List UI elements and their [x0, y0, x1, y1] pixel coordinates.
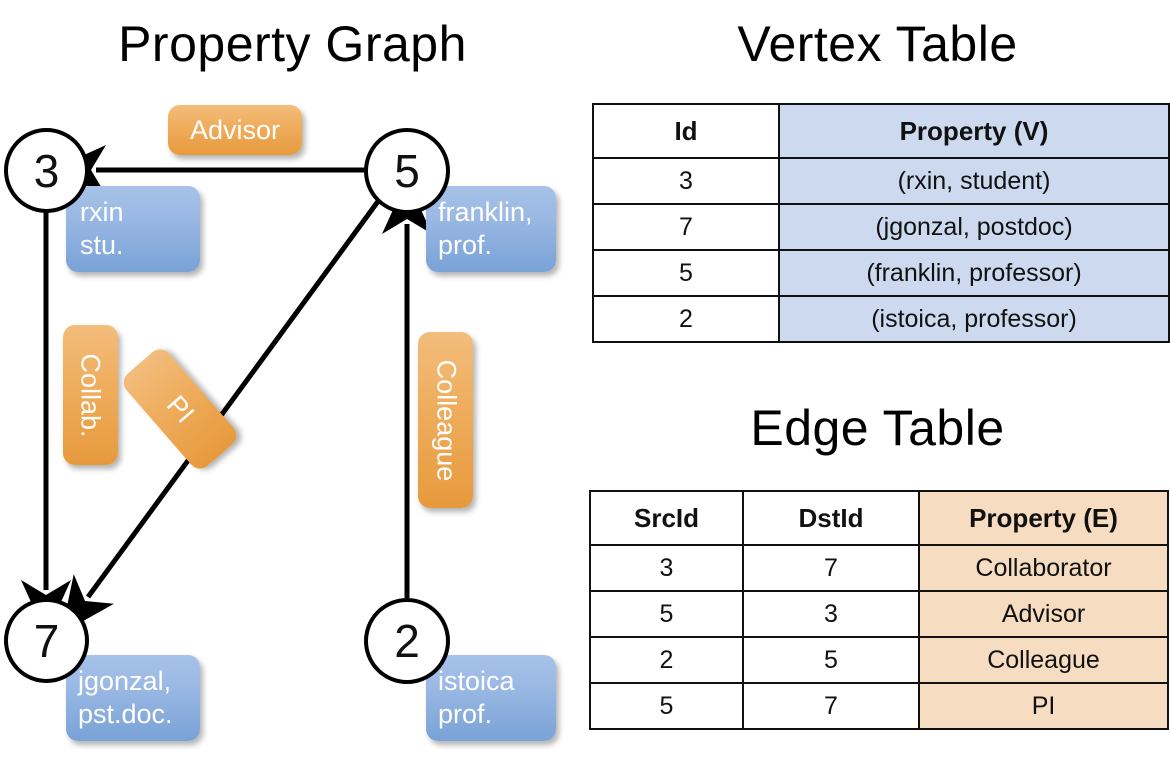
- vertex-table-header-row: Id Property (V): [592, 103, 1170, 159]
- vertex-label-istoica: istoica prof.: [426, 655, 556, 741]
- edge-table-header-row: SrcId DstId Property (E): [589, 490, 1169, 546]
- page-title-vertex-table: Vertex Table: [737, 16, 1018, 72]
- edge-label-colleague: Colleague: [418, 332, 473, 508]
- edge-table-header-property: Property (E): [918, 490, 1169, 546]
- table-row: 5 3 Advisor: [589, 590, 1169, 638]
- table-row: 3 7 Collaborator: [589, 544, 1169, 592]
- property-graph-edges: [21, 145, 432, 635]
- table-row: 2 (istoica, professor): [592, 295, 1170, 343]
- edge-table-header-srcid: SrcId: [589, 490, 744, 546]
- vertex-label-franklin: franklin, prof.: [426, 186, 556, 272]
- edge-cell-property: Colleague: [918, 636, 1169, 684]
- vertex-cell-property: (franklin, professor): [778, 249, 1170, 297]
- graph-node-5-id: 5: [394, 145, 420, 197]
- graph-node-3-id: 3: [33, 144, 60, 197]
- table-row: 5 7 PI: [589, 682, 1169, 730]
- edge-cell-property: Advisor: [918, 590, 1169, 638]
- edge-cell-srcid: 2: [589, 636, 744, 684]
- vertex-cell-id: 5: [592, 249, 780, 297]
- vertex-table-header-property: Property (V): [778, 103, 1170, 159]
- graph-node-2[interactable]: 2: [364, 598, 450, 684]
- vertex-cell-id: 3: [592, 157, 780, 205]
- edge-cell-property: Collaborator: [918, 544, 1169, 592]
- edge-table: SrcId DstId Property (E) 3 7 Collaborato…: [589, 490, 1169, 730]
- table-row: 7 (jgonzal, postdoc): [592, 203, 1170, 251]
- graph-node-2-id: 2: [394, 615, 420, 667]
- graph-node-7-id: 7: [33, 614, 60, 667]
- vertex-label-jgonzal: jgonzal, pst.doc.: [66, 655, 200, 741]
- table-row: 5 (franklin, professor): [592, 249, 1170, 297]
- edge-cell-dstid: 7: [742, 682, 920, 730]
- vertex-label-rxin: rxin stu.: [66, 186, 200, 272]
- table-row: 3 (rxin, student): [592, 157, 1170, 205]
- edge-cell-dstid: 5: [742, 636, 920, 684]
- page-title-property-graph: Property Graph: [118, 16, 467, 72]
- edge-cell-srcid: 5: [589, 682, 744, 730]
- edge-cell-dstid: 3: [742, 590, 920, 638]
- vertex-cell-id: 7: [592, 203, 780, 251]
- edge-cell-srcid: 5: [589, 590, 744, 638]
- edge-label-collaborator: Collab.: [63, 325, 118, 465]
- graph-node-5[interactable]: 5: [364, 128, 450, 214]
- vertex-table: Id Property (V) 3 (rxin, student) 7 (jgo…: [592, 103, 1170, 343]
- vertex-cell-property: (jgonzal, postdoc): [778, 203, 1170, 251]
- edge-cell-dstid: 7: [742, 544, 920, 592]
- graph-node-3[interactable]: 3: [4, 128, 89, 213]
- edge-cell-srcid: 3: [589, 544, 744, 592]
- vertex-table-header-id: Id: [592, 103, 780, 159]
- edge-cell-property: PI: [918, 682, 1169, 730]
- edge-arrow-5-to-7: [61, 198, 382, 634]
- edge-label-advisor: Advisor: [168, 105, 302, 155]
- graph-node-7[interactable]: 7: [4, 598, 89, 683]
- page-title-edge-table: Edge Table: [750, 400, 1005, 456]
- table-row: 2 5 Colleague: [589, 636, 1169, 684]
- vertex-cell-property: (istoica, professor): [778, 295, 1170, 343]
- edge-table-header-dstid: DstId: [742, 490, 920, 546]
- vertex-cell-property: (rxin, student): [778, 157, 1170, 205]
- vertex-cell-id: 2: [592, 295, 780, 343]
